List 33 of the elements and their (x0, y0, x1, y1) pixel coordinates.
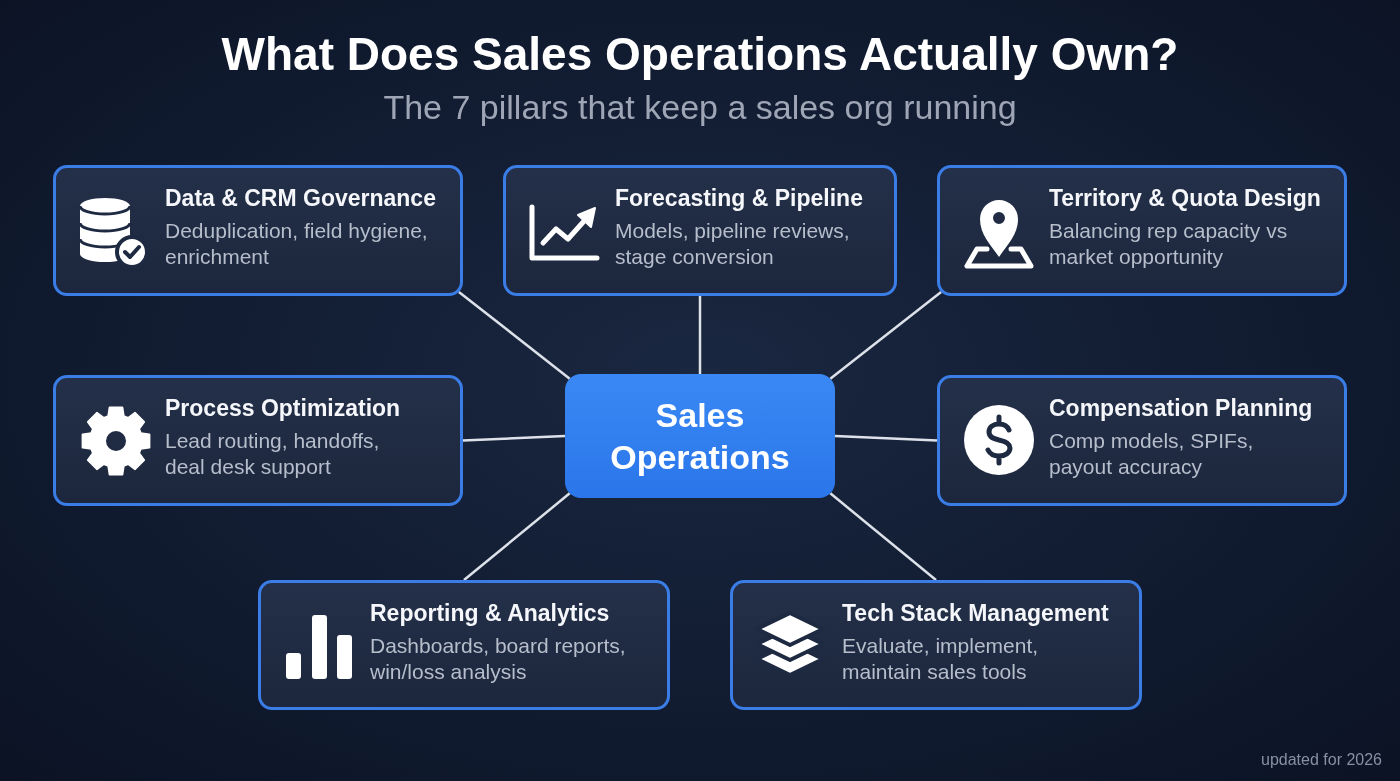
card-title: Tech Stack Management (842, 599, 1109, 627)
hub-box (565, 374, 835, 498)
card-description: Evaluate, implement, maintain sales tools (842, 633, 1040, 685)
card-description: Lead routing, handoffs, deal desk support (165, 428, 381, 480)
pillar-card (730, 580, 1142, 710)
card-title: Compensation Planning (1049, 394, 1313, 422)
pillar-card (53, 165, 463, 296)
card-description: Models, pipeline reviews, stage conversion (615, 218, 851, 270)
card-title: Data & CRM Governance (165, 184, 436, 212)
subtitle: The 7 pillars that keep a sales org running (383, 87, 1017, 128)
card-title: Territory & Quota Design (1049, 184, 1321, 212)
pillar-card (503, 165, 897, 296)
card-description: Comp models, SPIFs, payout accuracy (1049, 428, 1255, 480)
card-description: Deduplication, field hygiene, enrichment (165, 218, 429, 270)
card-description: Balancing rep capacity vs market opportunity (1049, 218, 1289, 270)
diagram-title: What Does Sales Operations Actually Own? (221, 28, 1179, 80)
pillar-card (937, 165, 1347, 296)
card-title: Process Optimization (165, 394, 401, 422)
connector-line (834, 434, 938, 442)
card-title: Forecasting & Pipeline (615, 184, 863, 212)
card-title: Reporting & Analytics (370, 599, 610, 627)
card-description: Dashboards, board reports, win/loss analysis (370, 633, 627, 685)
pillar-card (937, 375, 1347, 506)
connector-line (698, 296, 702, 374)
pillar-card (53, 375, 463, 506)
connector-line (463, 492, 571, 581)
hub-label: Sales Operations (609, 395, 791, 478)
connector-line (458, 290, 571, 380)
footnote: updated for 2026 (1261, 750, 1382, 770)
pillar-card (258, 580, 670, 710)
connector-line (829, 290, 942, 380)
connector-line (829, 492, 937, 581)
connector-line (462, 434, 566, 442)
